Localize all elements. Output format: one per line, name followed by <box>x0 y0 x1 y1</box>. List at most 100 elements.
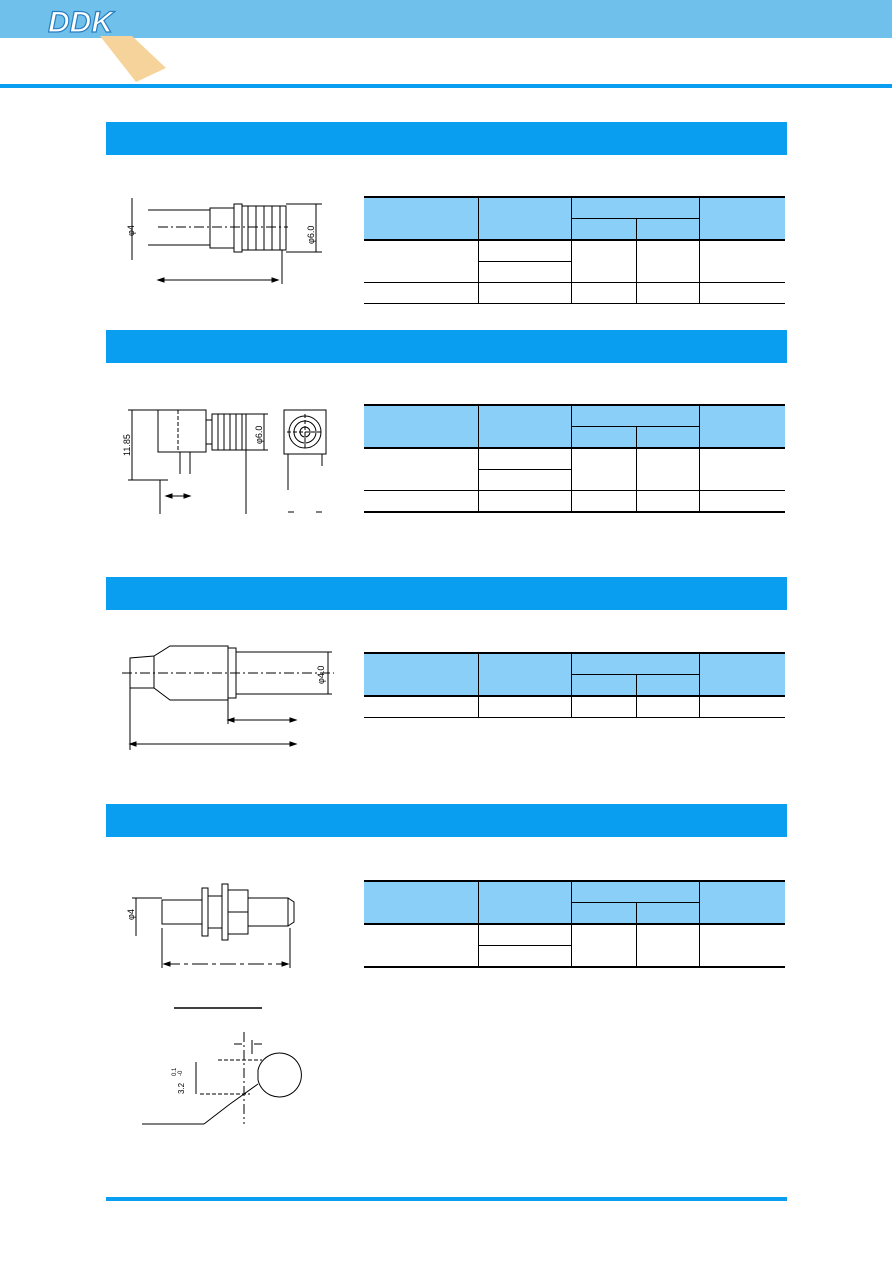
footer-rule <box>106 1197 787 1201</box>
table-cell <box>364 696 478 718</box>
subheader-cell <box>635 674 699 697</box>
table-cell <box>364 240 478 283</box>
table-row <box>364 696 785 718</box>
table-cell <box>698 282 785 304</box>
table-cell <box>698 490 785 513</box>
table-row <box>364 282 785 304</box>
table-subheader-row <box>364 902 785 925</box>
table-cell <box>570 240 636 283</box>
table-cell <box>477 469 571 491</box>
header-cell <box>477 652 571 697</box>
table-cell <box>570 282 636 304</box>
header-cell <box>698 880 785 925</box>
drawing-shaft-type-4: φ4 <box>126 883 295 968</box>
header-band <box>0 0 892 38</box>
header-cell <box>364 196 478 241</box>
table-cell <box>477 240 571 262</box>
svg-text:0.1: 0.1 <box>172 1067 178 1076</box>
table-header-row <box>364 404 785 449</box>
table-cell <box>364 282 478 304</box>
table-cell <box>698 240 785 283</box>
spec-table-4 <box>364 880 785 968</box>
header-group-cell <box>570 404 699 427</box>
table-header-row <box>364 196 785 241</box>
table-cell <box>635 490 699 513</box>
table-row <box>364 240 785 283</box>
spec-table-1 <box>364 196 785 304</box>
table-cell <box>477 282 571 304</box>
table-cell <box>477 261 571 283</box>
table-cell <box>364 448 478 491</box>
table-cell <box>698 696 785 718</box>
header-cell <box>698 196 785 241</box>
header-cell <box>698 404 785 449</box>
table-cell <box>698 924 785 968</box>
svg-text:φ4: φ4 <box>126 909 136 920</box>
table-row <box>364 469 785 491</box>
header-group-cell <box>570 652 699 675</box>
drawing-shaft-type-1: φ4 φ6.0 <box>126 198 322 284</box>
table-cell <box>477 945 571 968</box>
table-row <box>364 924 785 968</box>
svg-text:φ6.0: φ6.0 <box>306 226 316 244</box>
svg-text:11.85: 11.85 <box>122 434 132 456</box>
table-cell <box>570 448 636 491</box>
drawing-shaft-type-3: φ4.0 <box>122 645 334 750</box>
table-cell <box>570 924 636 968</box>
section-bar-3 <box>106 577 787 610</box>
svg-text:φ6.0: φ6.0 <box>254 426 264 444</box>
spec-table-2 <box>364 404 785 513</box>
table-cell <box>635 282 699 304</box>
subheader-cell <box>635 902 699 925</box>
header-cell <box>364 652 478 697</box>
subheader-cell <box>570 218 636 241</box>
subheader-cell <box>570 902 636 925</box>
section-bar-2 <box>106 330 787 363</box>
header-cell <box>364 880 478 925</box>
section-bar-1 <box>106 122 787 155</box>
table-row <box>364 490 785 513</box>
table-subheader-row <box>364 674 785 697</box>
section-bar-4 <box>106 804 787 837</box>
table-cell <box>477 490 571 513</box>
header-cell <box>477 880 571 925</box>
table-cell <box>477 696 571 718</box>
table-cell <box>570 490 636 513</box>
svg-text:-0: -0 <box>178 1070 184 1076</box>
table-cell <box>570 696 636 718</box>
svg-text:φ4: φ4 <box>126 225 136 236</box>
table-header-row <box>364 652 785 697</box>
spec-table-3 <box>364 652 785 718</box>
subheader-cell <box>570 426 636 449</box>
svg-text:3.2: 3.2 <box>177 1082 186 1094</box>
drawing-shaft-type-2: 11.85 φ6.0 <box>122 409 327 514</box>
table-row <box>364 261 785 283</box>
drawing-shaft-cross-section: 3.2 0.1 -0 <box>142 1007 302 1125</box>
subheader-cell <box>570 674 636 697</box>
subheader-cell <box>635 426 699 449</box>
table-subheader-row <box>364 426 785 449</box>
header-cell <box>364 404 478 449</box>
svg-text:DDK: DDK <box>48 6 115 39</box>
subheader-cell <box>635 218 699 241</box>
header-rule <box>0 84 892 88</box>
table-cell <box>477 924 571 946</box>
table-cell <box>635 240 699 283</box>
table-cell <box>698 448 785 491</box>
table-cell <box>364 490 478 513</box>
header-cell <box>477 404 571 449</box>
svg-text:φ4.0: φ4.0 <box>316 666 326 684</box>
table-row <box>364 945 785 968</box>
table-header-row <box>364 880 785 925</box>
header-group-cell <box>570 196 699 219</box>
header-cell <box>698 652 785 697</box>
table-cell <box>364 924 478 968</box>
table-row <box>364 448 785 491</box>
header-cell <box>477 196 571 241</box>
ddk-logo: DDK <box>47 5 166 82</box>
table-cell <box>635 924 699 968</box>
header-group-cell <box>570 880 699 903</box>
table-cell <box>635 448 699 491</box>
table-cell <box>635 696 699 718</box>
table-cell <box>477 448 571 470</box>
